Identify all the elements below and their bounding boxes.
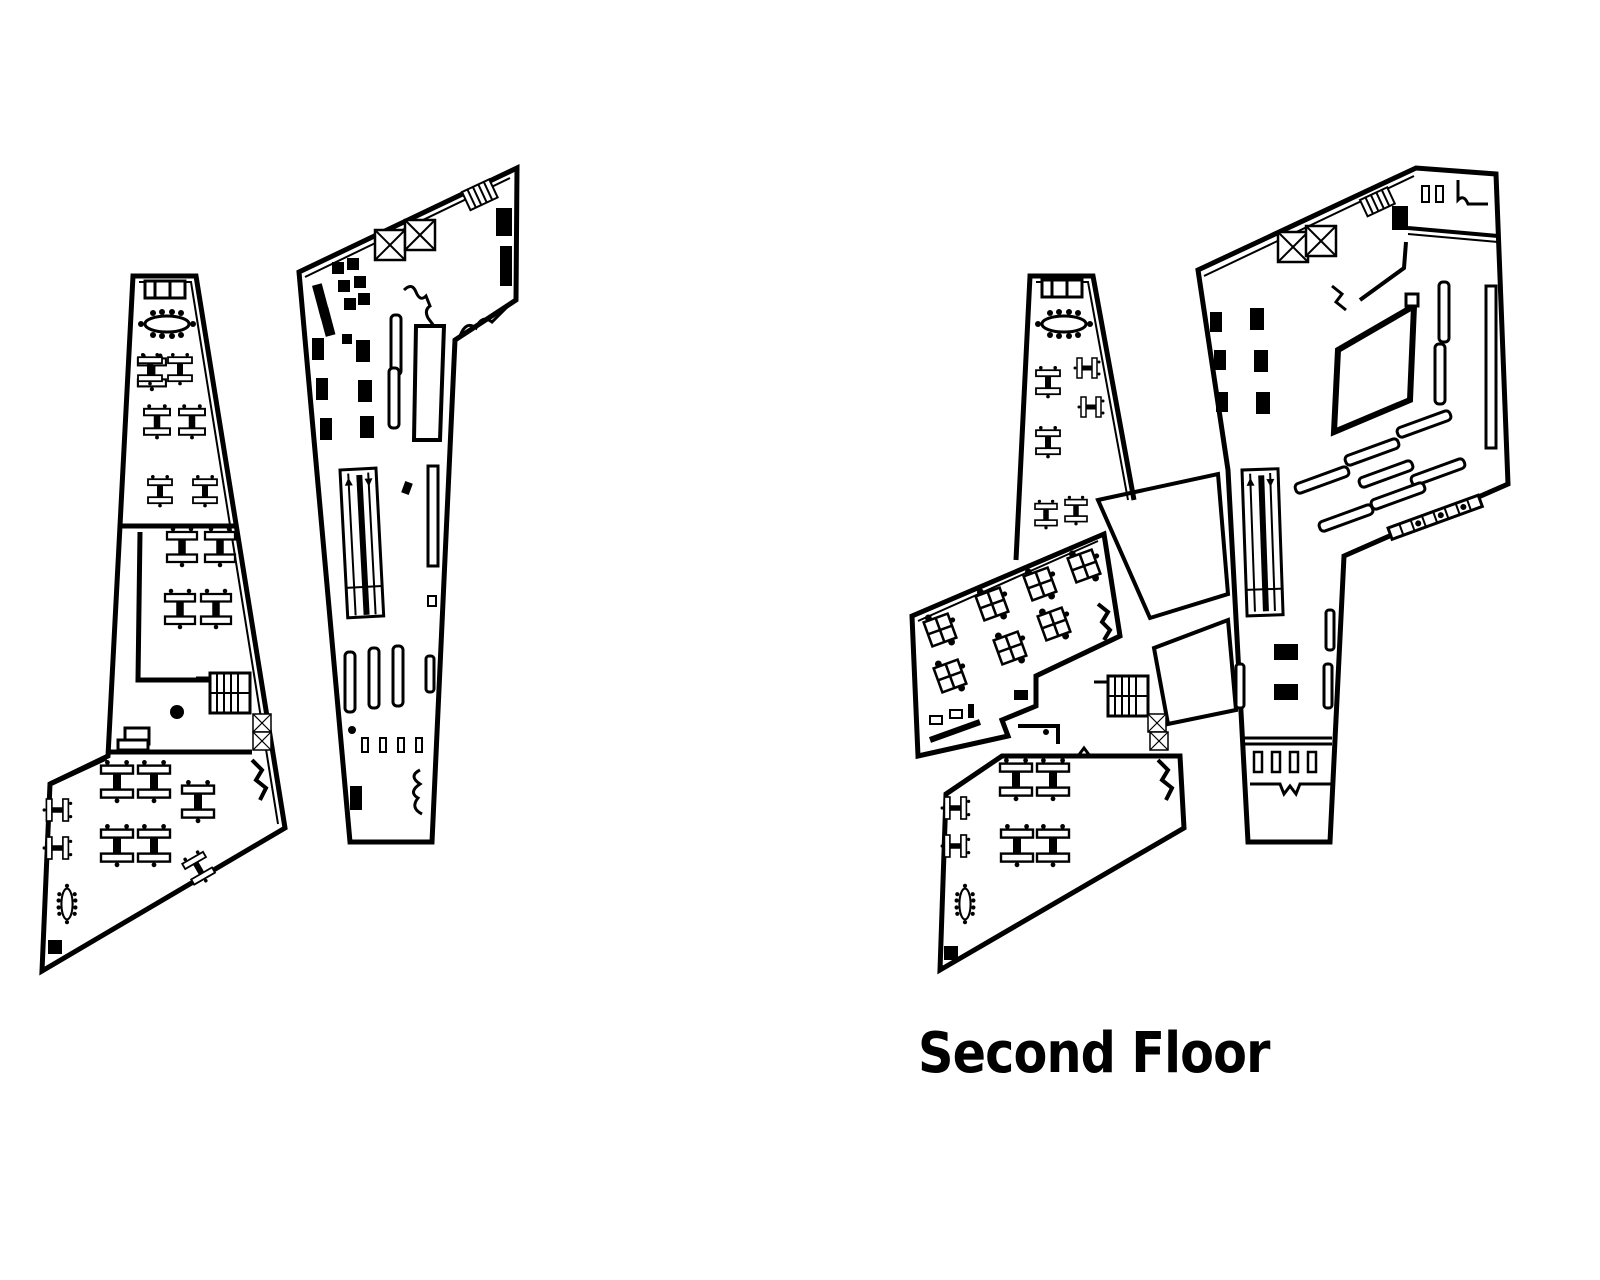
right-floor-plan-second-floor	[909, 165, 1511, 975]
floor-title: Second Floor	[918, 1021, 1270, 1086]
right-bridge-wing	[909, 530, 1123, 760]
right-southwest-wing	[937, 745, 1187, 975]
right-west-wing	[1013, 273, 1137, 561]
left-east-wing	[296, 164, 520, 845]
left-west-wing	[39, 273, 288, 976]
right-east-atrium-wing	[1195, 165, 1511, 845]
right-central-corridor	[1018, 471, 1239, 751]
left-floor-plan	[39, 164, 520, 976]
